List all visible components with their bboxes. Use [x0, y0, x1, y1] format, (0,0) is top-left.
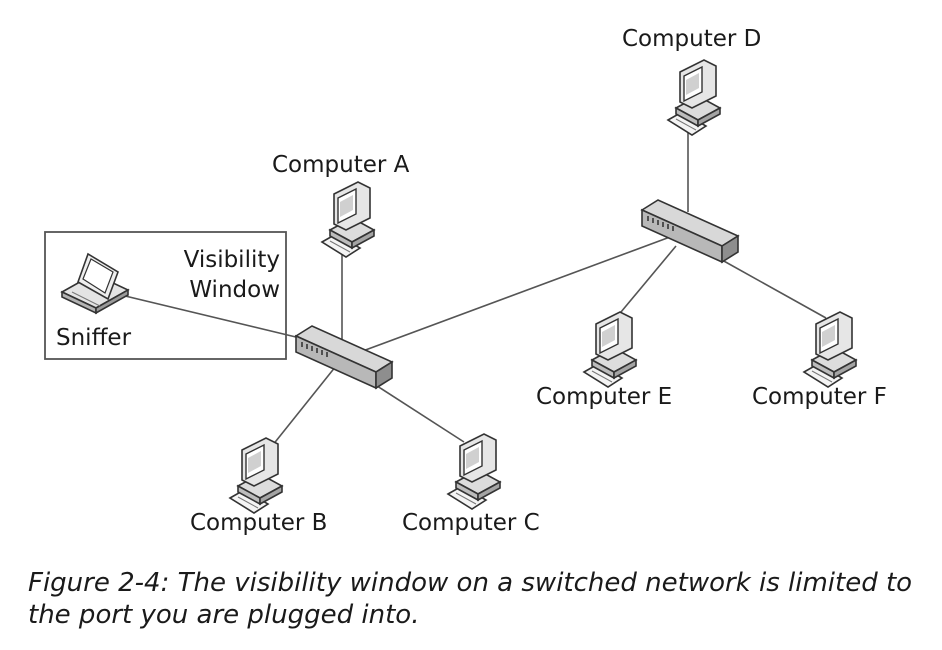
visibility-window-label: Visibility Window — [183, 247, 280, 304]
link-sniffer-switch1 — [124, 295, 301, 339]
computer-e-icon — [583, 311, 637, 388]
link-computer-f-switch2 — [721, 259, 827, 319]
network-diagram — [44, 59, 857, 514]
computer-c-label: Computer C — [402, 510, 540, 536]
computer-b-label: Computer B — [190, 510, 328, 536]
computer-e-label: Computer E — [536, 384, 673, 410]
computer-f-icon — [803, 311, 857, 388]
link-computer-e-switch2 — [615, 245, 677, 319]
computer-d-icon — [667, 59, 721, 136]
switch-2-icon — [641, 199, 739, 263]
figure-caption: Figure 2-4: The visibility window on a s… — [28, 568, 913, 630]
computer-c-icon — [447, 433, 501, 510]
computer-a-icon — [321, 181, 375, 258]
computer-b-icon — [229, 437, 283, 514]
link-computer-c-switch1 — [373, 383, 465, 443]
switch-1-icon — [295, 325, 393, 389]
computer-a-label: Computer A — [272, 152, 410, 178]
laptop-icon — [60, 252, 130, 315]
link-computer-b-switch1 — [271, 365, 337, 447]
computer-d-label: Computer D — [622, 26, 762, 52]
link-switch1-switch2 — [359, 236, 671, 353]
computer-f-label: Computer F — [752, 384, 887, 410]
sniffer-label: Sniffer — [56, 325, 132, 351]
